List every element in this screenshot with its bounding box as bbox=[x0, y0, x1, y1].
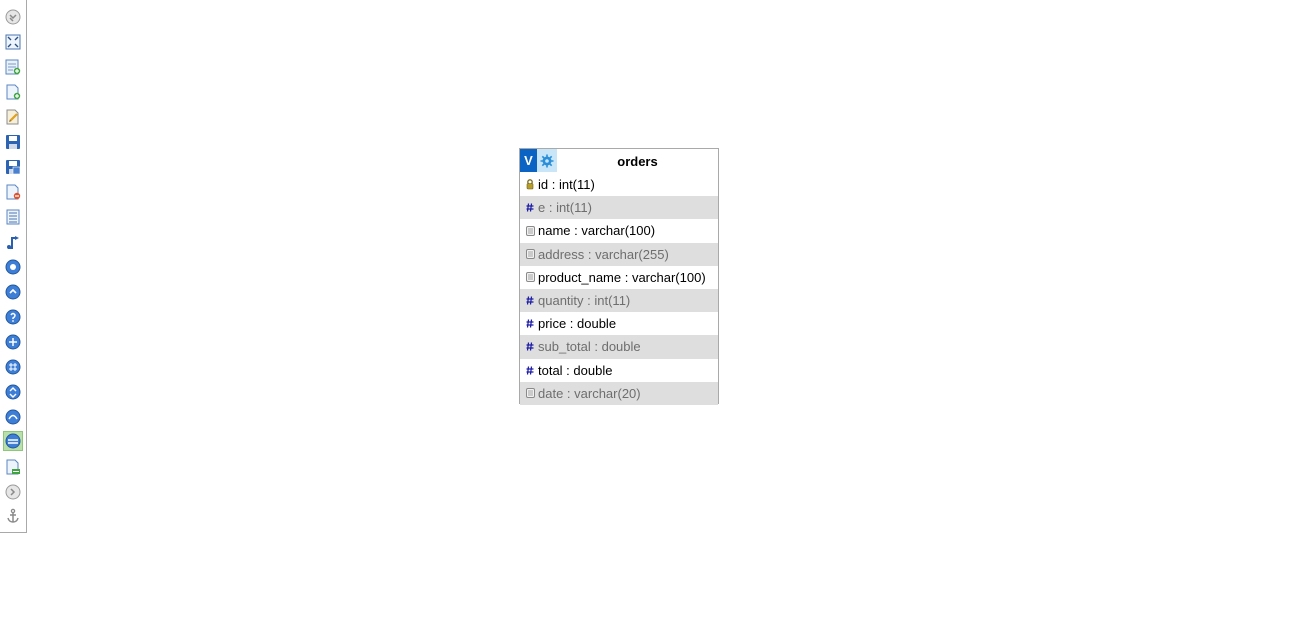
move-menu-icon[interactable] bbox=[3, 457, 23, 477]
numeric-column-icon bbox=[525, 196, 535, 219]
choose-column-display-icon[interactable] bbox=[3, 232, 23, 252]
column-row[interactable]: quantity : int(11) bbox=[520, 288, 718, 313]
text-column-icon bbox=[525, 382, 535, 405]
text-column-icon bbox=[525, 219, 535, 242]
column-label: id : int(11) bbox=[538, 177, 595, 192]
table-header: V orders bbox=[520, 149, 718, 173]
new-page-icon[interactable] bbox=[3, 82, 23, 102]
toggle-columns-button[interactable]: V bbox=[520, 149, 537, 172]
open-page-icon[interactable] bbox=[3, 107, 23, 127]
table-title: orders bbox=[617, 154, 658, 169]
column-label: product_name : varchar(100) bbox=[538, 269, 706, 285]
column-label: name : varchar(100) bbox=[538, 223, 656, 239]
column-label: price : double bbox=[538, 316, 617, 332]
numeric-column-icon bbox=[525, 335, 535, 358]
help-icon[interactable] bbox=[3, 282, 23, 302]
column-row[interactable]: date : varchar(20) bbox=[520, 381, 718, 405]
column-label: date : varchar(20) bbox=[538, 385, 641, 401]
numeric-column-icon bbox=[525, 289, 535, 312]
angular-links-icon[interactable] bbox=[3, 307, 23, 327]
toggle-fullscreen-icon[interactable] bbox=[3, 32, 23, 52]
column-row[interactable]: id : int(11) bbox=[520, 173, 718, 197]
column-row[interactable]: address : varchar(255) bbox=[520, 242, 718, 266]
delete-pages-icon[interactable] bbox=[3, 182, 23, 202]
pin-text-icon[interactable] bbox=[3, 482, 23, 502]
column-label: address : varchar(255) bbox=[538, 246, 669, 262]
column-label: e : int(11) bbox=[538, 200, 592, 216]
numeric-column-icon bbox=[525, 312, 535, 335]
text-column-icon bbox=[525, 243, 535, 266]
toggle-small-big-icon[interactable] bbox=[3, 382, 23, 402]
small-big-all-icon[interactable] bbox=[3, 357, 23, 377]
create-relationship-icon[interactable] bbox=[3, 207, 23, 227]
column-row[interactable]: sub_total : double bbox=[520, 335, 718, 359]
text-column-icon bbox=[525, 266, 535, 289]
column-label: quantity : int(11) bbox=[538, 292, 631, 308]
table-options-icon[interactable] bbox=[537, 149, 557, 172]
column-label: total : double bbox=[538, 362, 613, 378]
add-tables-icon[interactable] bbox=[3, 57, 23, 77]
save-page-as-icon[interactable] bbox=[3, 157, 23, 177]
collapse-toolbar-icon[interactable] bbox=[3, 7, 23, 27]
numeric-column-icon bbox=[525, 359, 535, 382]
column-row[interactable]: product_name : varchar(100) bbox=[520, 265, 718, 289]
toggle-relation-lines-icon[interactable] bbox=[3, 407, 23, 427]
anchor-icon[interactable] bbox=[3, 506, 23, 526]
reload-icon[interactable] bbox=[3, 257, 23, 277]
save-page-icon[interactable] bbox=[3, 132, 23, 152]
column-label: sub_total : double bbox=[538, 339, 641, 355]
designer-toolbar bbox=[0, 0, 27, 533]
column-row[interactable]: name : varchar(100) bbox=[520, 219, 718, 243]
export-schema-icon[interactable] bbox=[3, 431, 23, 451]
orders-table-box[interactable]: V orders id : int(11) e : int(11) name :… bbox=[519, 148, 719, 405]
snap-to-grid-icon[interactable] bbox=[3, 332, 23, 352]
column-row[interactable]: e : int(11) bbox=[520, 196, 718, 220]
primary-key-icon bbox=[525, 173, 535, 196]
column-row[interactable]: price : double bbox=[520, 312, 718, 336]
column-row[interactable]: total : double bbox=[520, 358, 718, 382]
